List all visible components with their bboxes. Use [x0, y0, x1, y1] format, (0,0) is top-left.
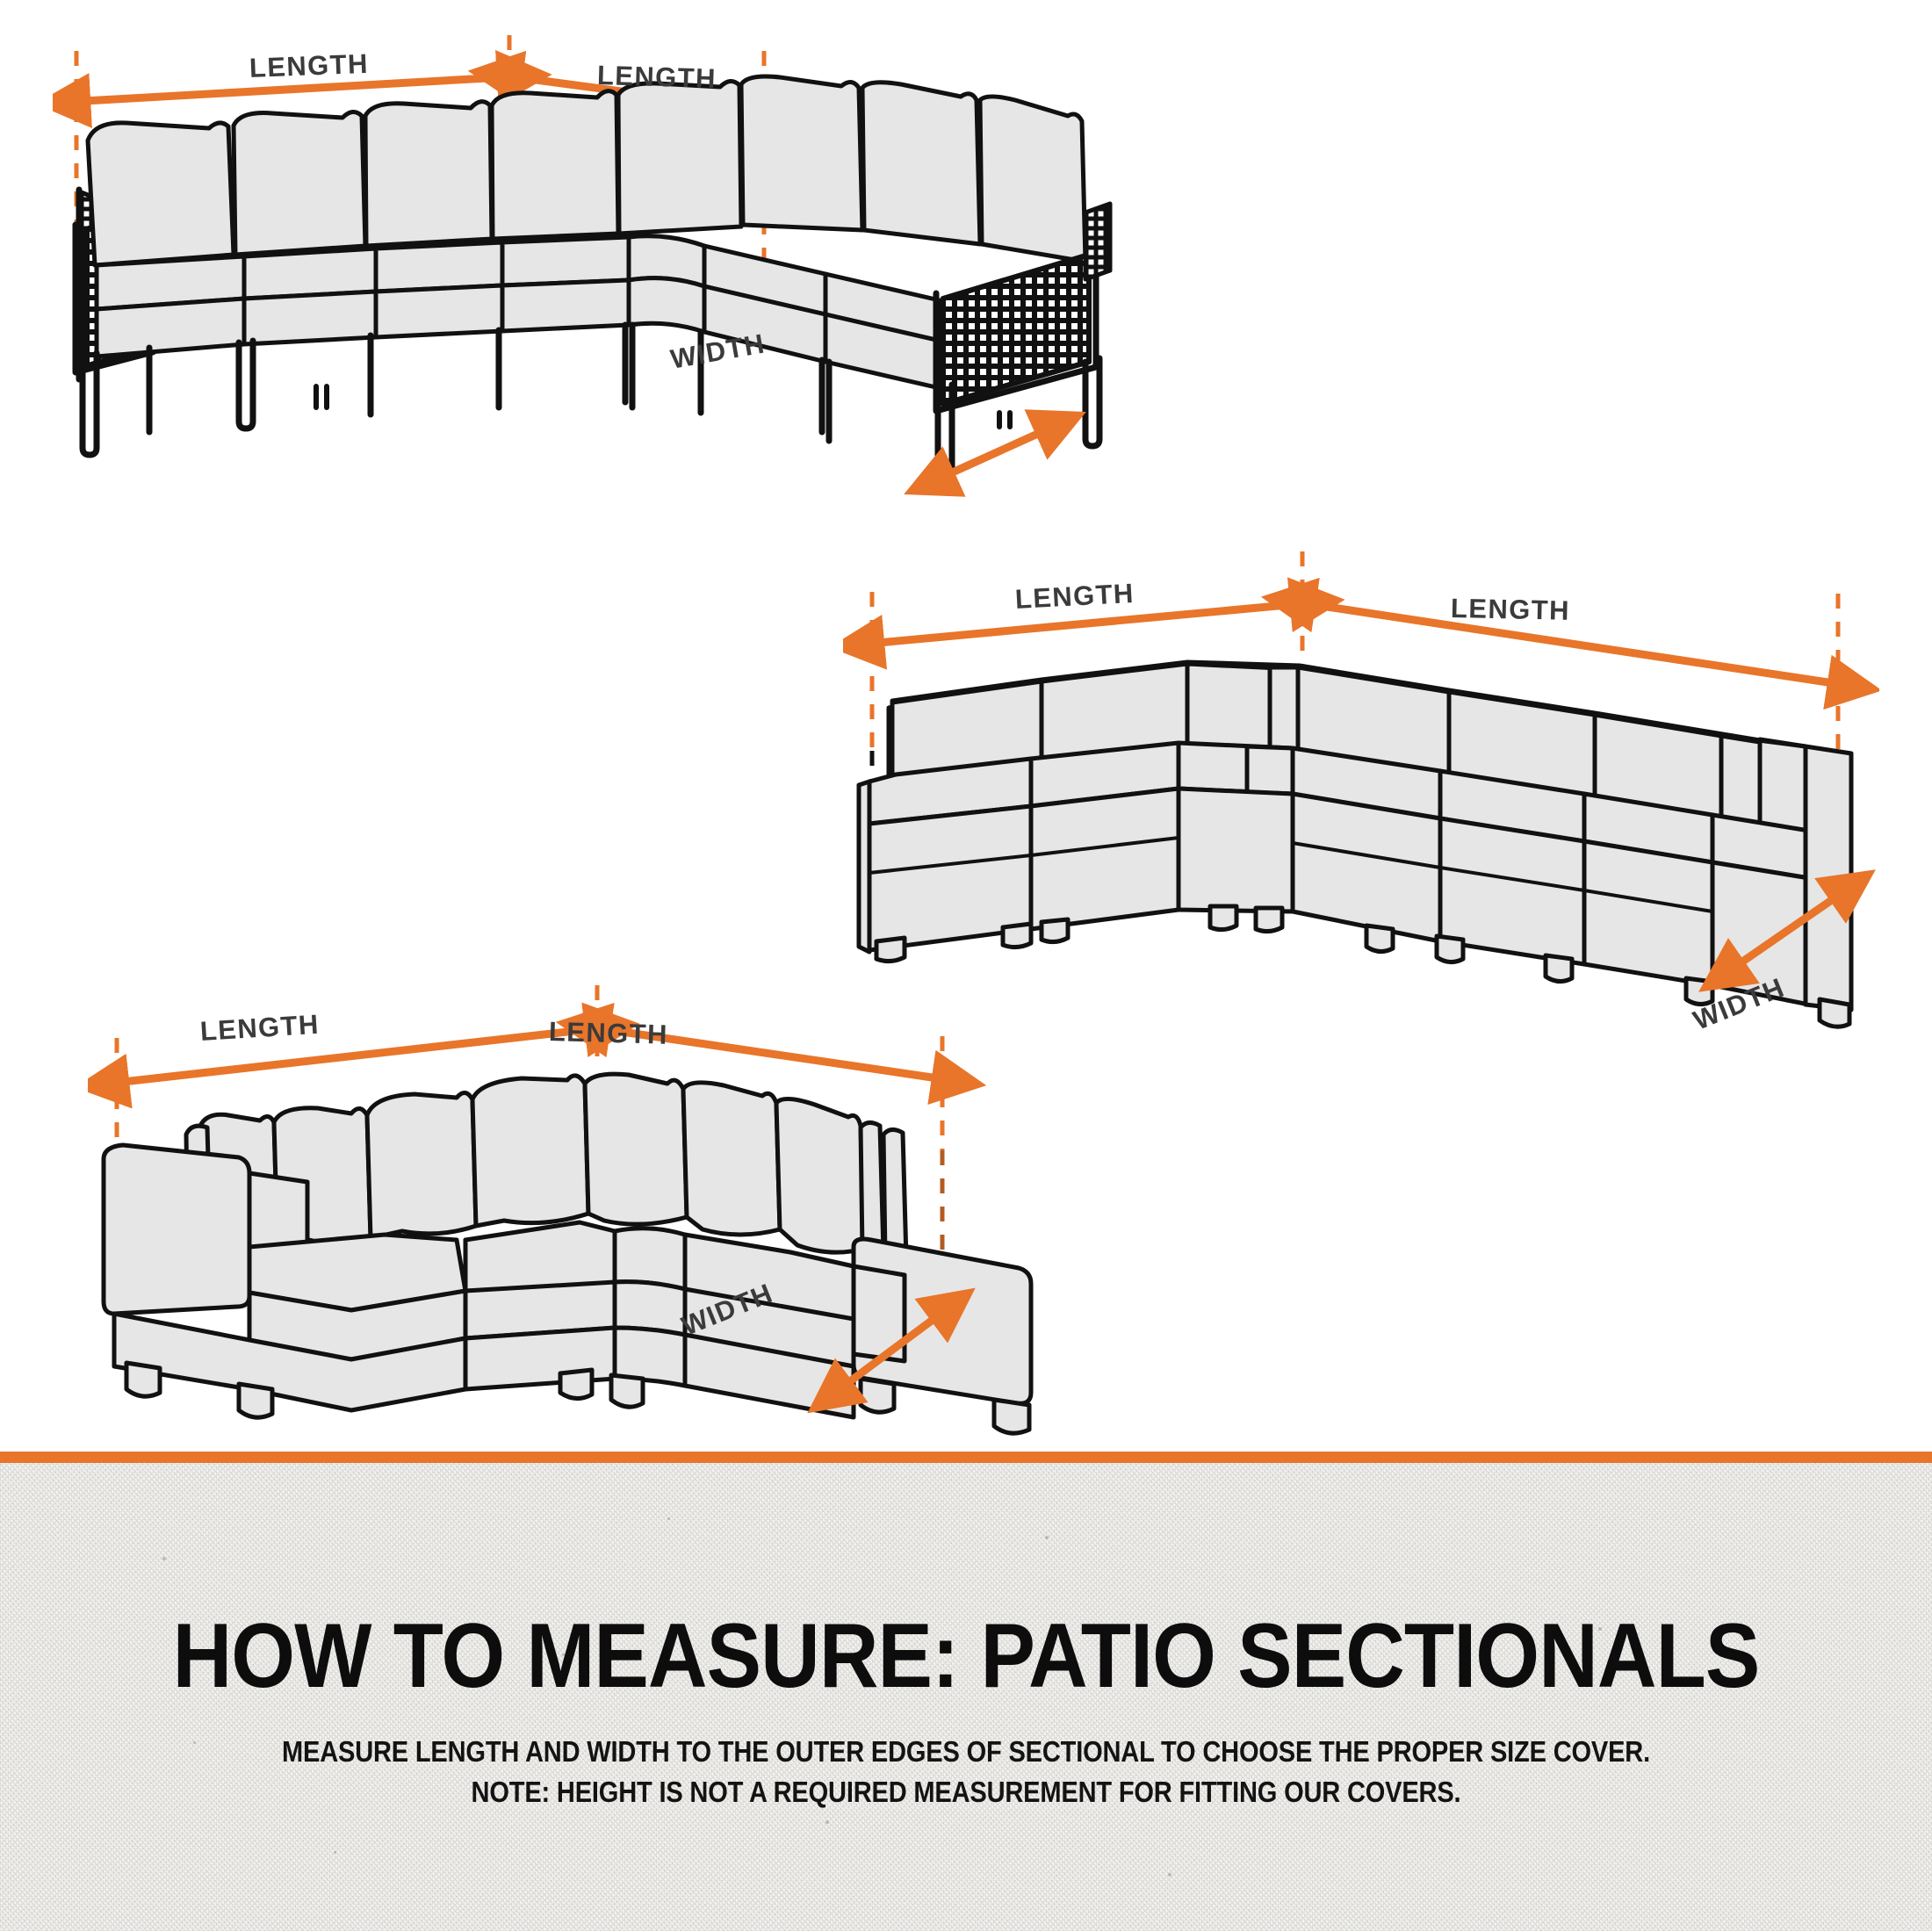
- length-arrow-left: [843, 577, 1345, 670]
- footer-subline-2: NOTE: HEIGHT IS NOT A REQUIRED MEASUREME…: [471, 1776, 1461, 1808]
- label-length-right-1: LENGTH: [596, 60, 717, 95]
- footer-banner: HOW TO MEASURE: PATIO SECTIONALS MEASURE…: [0, 1452, 1932, 1931]
- label-length-left-2: LENGTH: [1014, 577, 1135, 615]
- diagram-wicker-sectional: [53, 35, 1113, 497]
- width-arrow: [1698, 869, 1876, 992]
- label-length-right-2: LENGTH: [1450, 593, 1571, 626]
- canvas-texture-background: [0, 1463, 1932, 1931]
- length-arrow-right: [555, 1002, 987, 1106]
- page-title: HOW TO MEASURE: PATIO SECTIONALS: [172, 1605, 1761, 1707]
- orange-divider-rule: [0, 1452, 1932, 1463]
- length-arrow-left: [53, 49, 552, 129]
- footer-subline-1: MEASURE LENGTH AND WIDTH TO THE OUTER ED…: [281, 1735, 1650, 1768]
- diagram-upholstered-sectional: [88, 985, 1034, 1436]
- label-length-right-3: LENGTH: [548, 1016, 669, 1050]
- diagram-modular-sectional: [843, 551, 1879, 1029]
- length-arrow-left: [88, 1002, 640, 1109]
- label-length-left-1: LENGTH: [249, 47, 370, 83]
- width-arrow: [807, 1287, 976, 1414]
- width-arrow: [904, 409, 1086, 497]
- length-arrow-right: [1260, 577, 1879, 710]
